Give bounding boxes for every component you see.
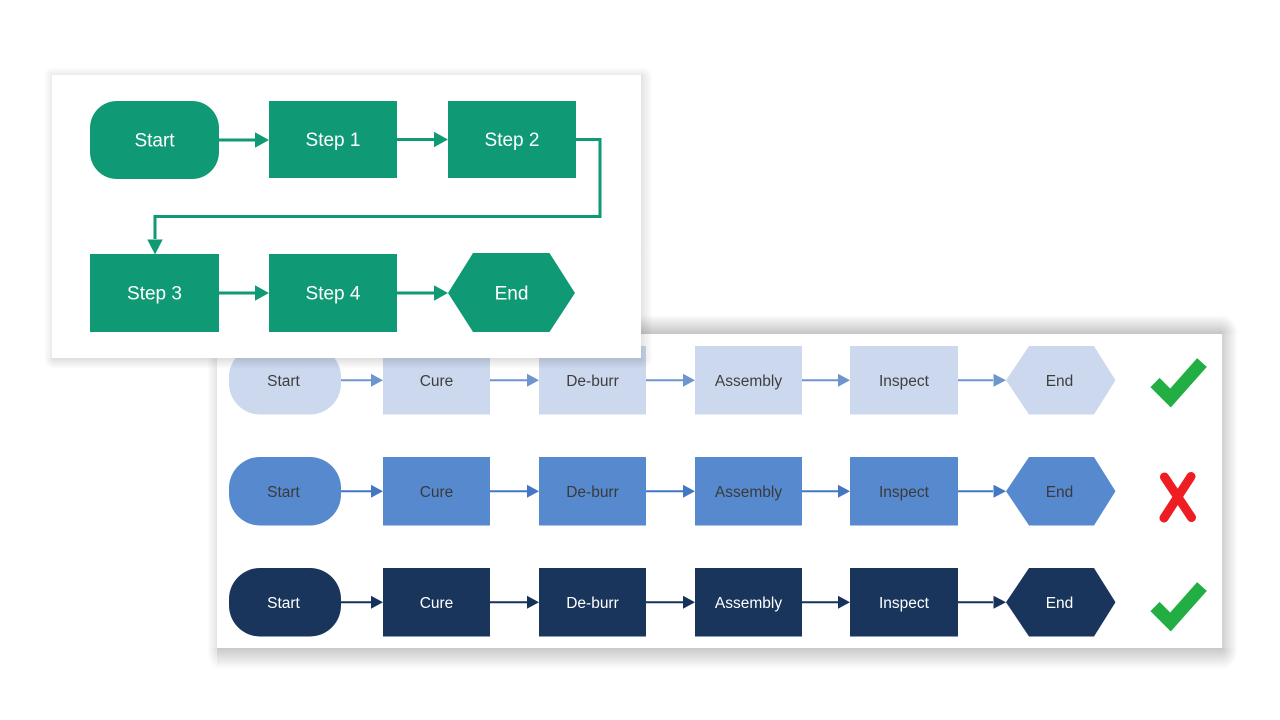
svg-text:De-burr: De-burr [566,595,619,612]
svg-text:Inspect: Inspect [879,595,930,612]
svg-text:Start: Start [267,484,300,501]
svg-text:End: End [1046,373,1074,390]
svg-text:De-burr: De-burr [566,484,619,501]
svg-text:Start: Start [134,131,175,152]
svg-text:Step 1: Step 1 [306,130,361,151]
svg-text:De-burr: De-burr [566,373,619,390]
svg-text:Start: Start [267,595,300,612]
svg-text:Assembly: Assembly [715,595,782,612]
svg-text:Cure: Cure [420,595,454,612]
svg-text:Inspect: Inspect [879,484,930,501]
svg-text:Step 3: Step 3 [127,284,182,305]
svg-text:Step 4: Step 4 [306,284,361,305]
svg-text:Cure: Cure [420,373,454,390]
svg-text:Assembly: Assembly [715,484,782,501]
svg-text:Cure: Cure [420,484,454,501]
svg-text:End: End [1046,484,1074,501]
svg-text:End: End [1046,595,1074,612]
svg-text:Step 2: Step 2 [485,130,540,151]
svg-text:Assembly: Assembly [715,373,782,390]
svg-text:Start: Start [267,373,300,390]
svg-text:Inspect: Inspect [879,373,930,390]
svg-text:End: End [495,284,529,305]
